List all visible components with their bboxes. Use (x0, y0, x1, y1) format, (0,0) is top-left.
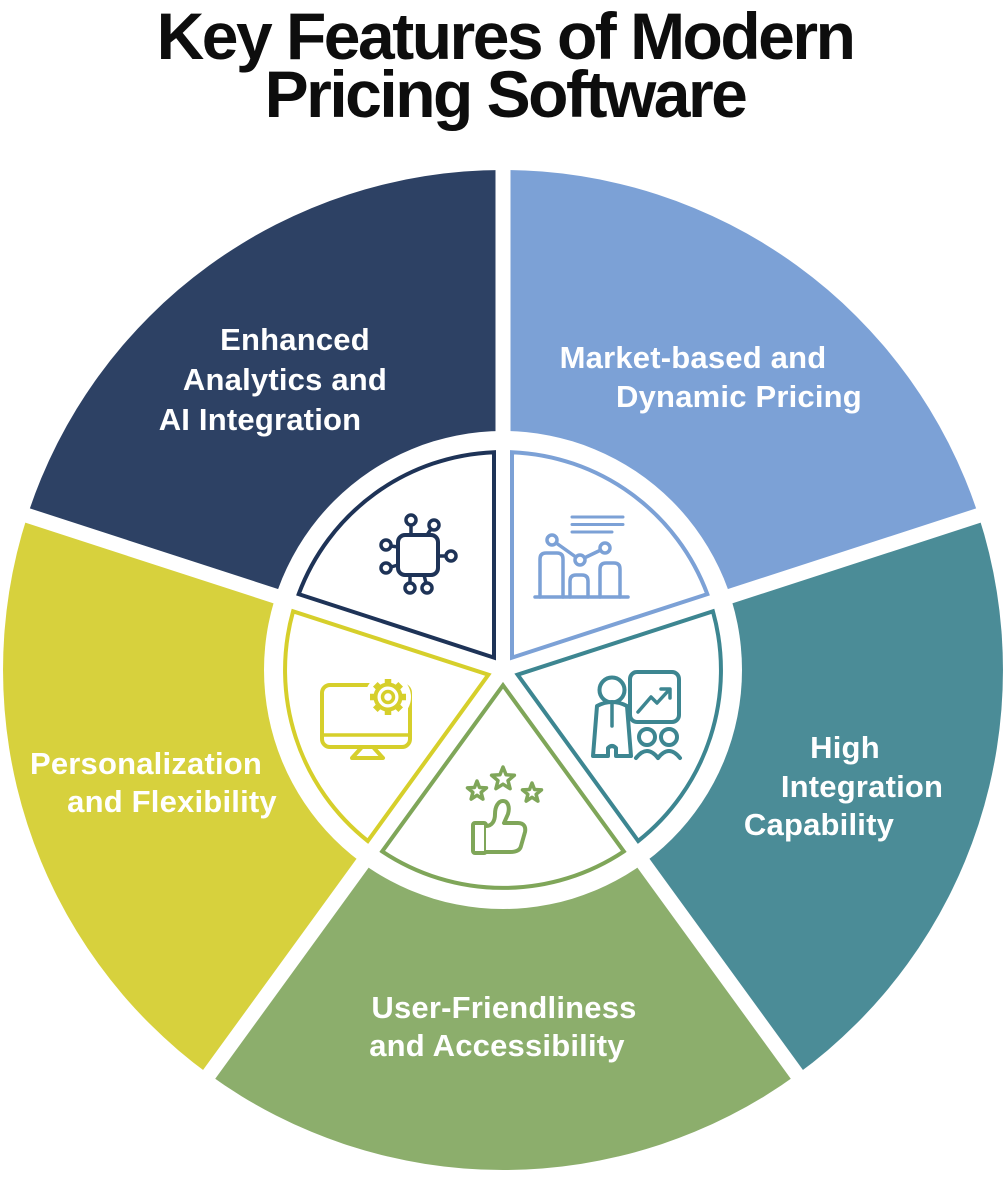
chip-icon (379, 513, 458, 595)
segment-label-line: and Accessibility (369, 1028, 625, 1063)
chip-node (420, 581, 434, 595)
sector-user-friendliness (209, 670, 797, 1170)
star (465, 779, 489, 801)
segment-label-line: Enhanced (220, 322, 370, 357)
presenter-body (591, 700, 633, 758)
chip-body (396, 533, 440, 577)
chip-node (379, 538, 393, 552)
segment-label-line: User-Friendliness (371, 990, 636, 1025)
segment-label-line: Personalization (30, 746, 262, 781)
segment-label-personalization: Personalization and Flexibility (30, 746, 277, 819)
inner-wedge-user-friendliness (379, 681, 627, 890)
thumbs-up-stars-icon (465, 765, 544, 855)
chip-node (379, 561, 393, 575)
gear-teeth (370, 679, 406, 715)
segment-label-enhanced-analytics: Enhanced Analytics and AI Integration (159, 322, 387, 437)
chart-point (545, 533, 559, 547)
audience-head (659, 727, 679, 747)
chart-header-lines (570, 515, 625, 534)
chip-node (427, 518, 441, 532)
chip-pins (389, 524, 448, 585)
thumb-hand (484, 799, 528, 854)
presenter-head (597, 675, 627, 705)
chart-point (573, 553, 587, 567)
audience-body (656, 749, 682, 760)
chart-bar (598, 561, 622, 599)
chart-bar (538, 551, 565, 599)
segment-label-user-friendliness: User-Friendliness and Accessibility (369, 990, 636, 1063)
segment-label-line: Dynamic Pricing (616, 379, 862, 414)
segment-label-line: and Flexibility (67, 784, 277, 819)
chip-node (403, 581, 417, 595)
page-title-line-2: Pricing Software (265, 57, 747, 131)
segment-label-high-integration: High Integration Capability (744, 730, 943, 842)
thumb-cuff (471, 821, 488, 855)
chip-node (404, 513, 418, 527)
chip-node (444, 549, 458, 563)
bar-chart-trend-icon (533, 515, 630, 599)
presentation-icon (591, 670, 682, 760)
segment-label-line: Integration (781, 769, 943, 804)
chart-point (598, 541, 612, 555)
segment-label-line: Market-based and (560, 340, 827, 375)
page-title-line-1: Key Features of Modern (157, 0, 854, 73)
segment-label-line: High (810, 730, 880, 765)
segment-label-market-based-pricing: Market-based and Dynamic Pricing (560, 340, 862, 414)
audience-body (634, 749, 660, 760)
audience-head (637, 727, 657, 747)
star (520, 781, 544, 803)
segment-label-line: Capability (744, 807, 895, 842)
inner-wedge-personalization (283, 608, 492, 844)
monitor-gear-icon (320, 674, 412, 760)
star (489, 765, 517, 791)
segment-label-line: Analytics and (183, 362, 387, 397)
gear-hole (380, 689, 396, 705)
chart-bar (568, 573, 590, 599)
inner-wedge-market-based-pricing (510, 450, 710, 661)
growth-arrow (636, 687, 672, 714)
monitor-stand (350, 745, 385, 760)
segment-label-line: AI Integration (159, 402, 362, 437)
